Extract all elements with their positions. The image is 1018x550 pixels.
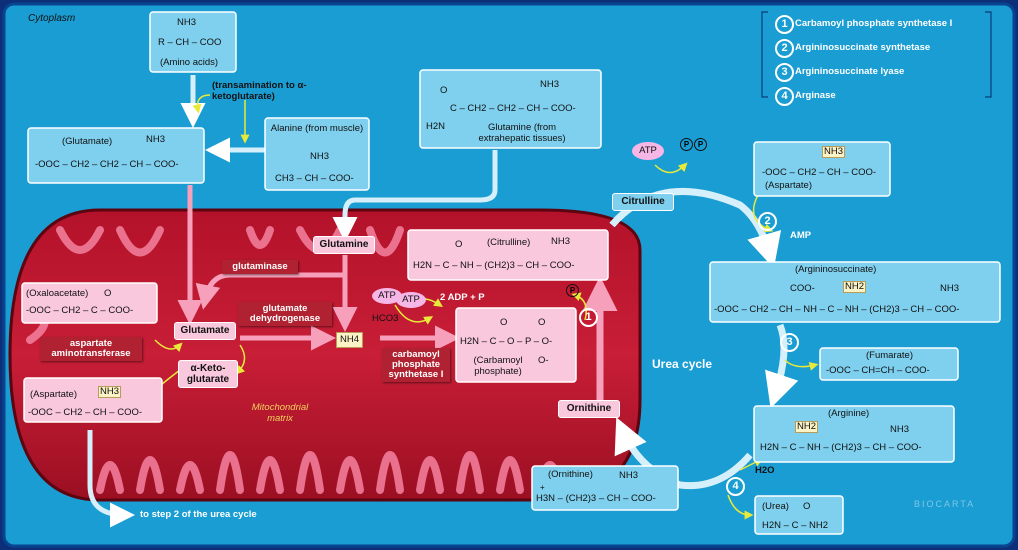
arginine-caption: (Arginine) xyxy=(828,408,870,419)
transamination-label: (transamination to α-ketoglutarate) xyxy=(212,80,307,102)
glutamate-caption: (Glutamate) xyxy=(62,136,113,147)
legend-label-2: Argininosuccinate synthetase xyxy=(795,42,931,53)
ornithine-formula: H3N – (CH2)3 – CH – COO- xyxy=(536,493,656,504)
oxaloacetate-formula: -OOC – CH2 – C – COO- xyxy=(26,305,134,316)
citrulline-caption: (Citrulline) xyxy=(487,237,531,248)
legend-num-3: 3 xyxy=(775,63,794,82)
legend-num-1: 1 xyxy=(775,15,794,34)
alanine-formula: CH3 – CH – COO- xyxy=(275,173,354,184)
oxaloacetate-caption: (Oxaloacetate) xyxy=(26,288,89,299)
legend-label-1: Carbamoyl phosphate synthetase I xyxy=(795,18,953,29)
step-2-marker: 2 xyxy=(758,212,777,231)
hco3-label: HCO3 xyxy=(372,313,399,324)
carbamoyl-caption: (Carbamoyl phosphate) xyxy=(473,355,523,377)
aspartate-top-nh3: NH3 xyxy=(822,146,846,158)
urea-o: O xyxy=(803,501,811,512)
argininosuccinate-nh3: NH3 xyxy=(940,283,960,294)
step-1-marker: 1 xyxy=(579,308,598,327)
cytoplasm-label: Cytoplasm xyxy=(28,13,76,24)
argininosuccinate-formula: -OOC – CH2 – CH – NH – C – NH – (CH2)3 –… xyxy=(714,304,960,315)
ornithine-plus: + xyxy=(540,483,545,492)
citrulline-pill: Citrulline xyxy=(612,193,674,211)
legend-num-4: 4 xyxy=(775,87,794,106)
glutamate-formula: -OOC – CH2 – CH2 – CH – COO- xyxy=(35,159,179,170)
ornithine-nh3: NH3 xyxy=(619,470,639,481)
citrulline-o: O xyxy=(455,239,463,250)
legend-label-3: Argininosuccinate lyase xyxy=(795,66,905,77)
carbamoyl-o2: O xyxy=(538,317,546,328)
aspartate-mito-formula: -OOC – CH2 – CH – COO- xyxy=(28,407,143,418)
ornithine-caption: (Ornithine) xyxy=(548,469,593,480)
pyrophosphate-1: P xyxy=(680,138,693,151)
asp-aminotransferase-label: aspartate aminotransferase xyxy=(40,337,142,361)
glutaminase-label: glutaminase xyxy=(222,260,298,274)
aspartate-mito-nh3: NH3 xyxy=(98,386,122,398)
urea-caption: (Urea) xyxy=(762,501,789,512)
carbamoyl-ominus: O- xyxy=(538,355,549,366)
gdh-enzyme-label: glutamate dehydrogenase xyxy=(238,302,332,326)
oxaloacetate-o: O xyxy=(104,288,112,299)
mitochondrion xyxy=(8,208,642,502)
amino-nh3: NH3 xyxy=(177,17,197,28)
argininosuccinate-nh2: NH2 xyxy=(843,281,867,293)
pyrophosphate-2: P xyxy=(694,138,707,151)
urea-cycle-label: Urea cycle xyxy=(652,357,713,371)
legend-num-2: 2 xyxy=(775,39,794,58)
h2o-label: H2O xyxy=(755,465,775,476)
arginine-formula: H2N – C – NH – (CH2)3 – CH – COO- xyxy=(760,442,922,453)
carbamoyl-o1: O xyxy=(500,317,508,328)
glutamine-pill: Glutamine xyxy=(313,236,375,254)
arginine-nh3: NH3 xyxy=(890,424,910,435)
alanine-caption: Alanine (from muscle) xyxy=(270,123,364,134)
glutamine-caption: Glutamine (from extrahepatic tissues) xyxy=(478,122,566,144)
aspartate-top-formula: -OOC – CH2 – CH – COO- xyxy=(762,167,877,178)
glutamine-formula: C – CH2 – CH2 – CH – COO- xyxy=(450,103,576,114)
atp-bubble-b: ATP xyxy=(396,292,426,308)
alanine-nh3: NH3 xyxy=(310,151,330,162)
fumarate-formula: -OOC – CH=CH – COO- xyxy=(826,365,930,376)
carbamoyl-formula: H2N – C – O – P – O- xyxy=(460,336,553,347)
argininosuccinate-coo: COO- xyxy=(790,283,815,294)
nh4-label: NH4 xyxy=(336,332,364,348)
aspartate-top-caption: (Aspartate) xyxy=(765,180,812,191)
amp-label: AMP xyxy=(790,230,812,241)
mitochondrial-matrix-label: Mitochondrial matrix xyxy=(251,402,309,424)
biocarta-watermark: BIOCARTA xyxy=(914,499,976,509)
alpha-ketoglutarate-pill: α-Keto-glutarate xyxy=(178,360,238,388)
phosphate-mito: P xyxy=(566,284,579,297)
citrulline-formula: H2N – C – NH – (CH2)3 – CH – COO- xyxy=(413,260,575,271)
step2-label: to step 2 of the urea cycle xyxy=(140,509,257,520)
arginine-nh2: NH2 xyxy=(795,421,819,433)
glutamine-o: O xyxy=(440,85,448,96)
glutamine-h2n: H2N xyxy=(426,121,446,132)
atp-bubble-top: ATP xyxy=(632,142,664,160)
adp-label: 2 ADP + P xyxy=(440,292,485,303)
step-3-marker: 3 xyxy=(780,333,799,352)
amino-caption: (Amino acids) xyxy=(160,57,219,68)
aspartate-mito-caption: (Aspartate) xyxy=(30,389,77,400)
glutamine-nh3: NH3 xyxy=(540,79,560,90)
argininosuccinate-caption: (Argininosuccinate) xyxy=(795,264,877,275)
citrulline-nh3: NH3 xyxy=(551,236,571,247)
step-4-marker: 4 xyxy=(726,477,745,496)
legend-label-4: Arginase xyxy=(795,90,836,101)
fumarate-caption: (Fumarate) xyxy=(866,350,913,361)
glutamate-pill: Glutamate xyxy=(174,322,236,340)
glutamate-nh3: NH3 xyxy=(146,134,166,145)
amino-formula: R – CH – COO xyxy=(158,37,222,48)
atp-bubble-a: ATP xyxy=(372,288,402,304)
cps-enzyme-label: carbamoyl phosphate synthetase I xyxy=(382,348,450,382)
urea-formula: H2N – C – NH2 xyxy=(762,520,828,531)
ornithine-pill: Ornithine xyxy=(558,400,620,418)
